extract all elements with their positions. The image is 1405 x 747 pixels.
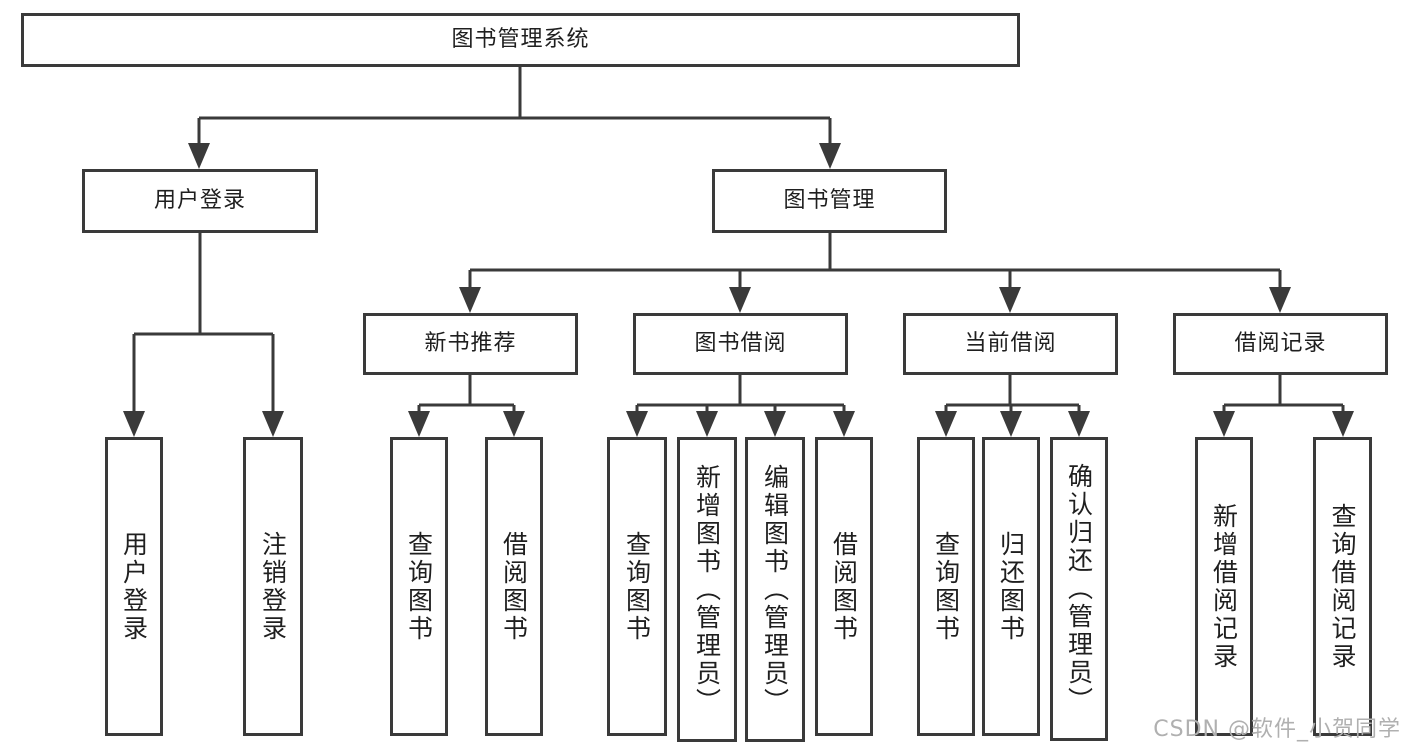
leaf-logout-label: 注销登录 bbox=[258, 530, 288, 643]
leaf-borrow-books-2: 借阅图书 bbox=[815, 437, 873, 736]
node-borrow-records-label: 借阅记录 bbox=[1234, 331, 1327, 356]
leaf-add-books-admin: 新增图书（管理员） bbox=[677, 437, 737, 742]
node-book-management: 图书管理 bbox=[712, 169, 947, 233]
leaf-add-borrow-record-label: 新增借阅记录 bbox=[1209, 502, 1239, 671]
leaf-edit-books-admin-label: 编辑图书（管理员） bbox=[760, 463, 790, 716]
leaf-query-borrow-record-label: 查询借阅记录 bbox=[1328, 502, 1357, 671]
node-user-login-label: 用户登录 bbox=[153, 188, 246, 213]
leaf-borrow-books-1-label: 借阅图书 bbox=[499, 530, 529, 643]
node-library-system-label: 图书管理系统 bbox=[451, 27, 590, 52]
arrowheads bbox=[123, 143, 1354, 437]
node-book-borrow: 图书借阅 bbox=[633, 313, 848, 375]
leaf-add-borrow-record: 新增借阅记录 bbox=[1195, 437, 1253, 736]
node-current-borrow: 当前借阅 bbox=[903, 313, 1118, 375]
leaf-user-login: 用户登录 bbox=[105, 437, 163, 736]
leaf-query-books-2: 查询图书 bbox=[607, 437, 667, 736]
node-book-management-label: 图书管理 bbox=[783, 188, 876, 213]
csdn-watermark: CSDN @软件_小贺同学 bbox=[1153, 717, 1401, 742]
node-new-book-recommend-label: 新书推荐 bbox=[424, 331, 517, 356]
leaf-query-books-3: 查询图书 bbox=[917, 437, 975, 736]
leaf-query-books-3-label: 查询图书 bbox=[931, 530, 961, 643]
leaf-query-borrow-record: 查询借阅记录 bbox=[1313, 437, 1372, 736]
leaf-confirm-return-admin: 确认归还（管理员） bbox=[1050, 437, 1108, 741]
leaf-return-books: 归还图书 bbox=[982, 437, 1040, 736]
leaf-logout: 注销登录 bbox=[243, 437, 303, 736]
leaf-query-books-1: 查询图书 bbox=[390, 437, 448, 736]
leaf-query-books-2-label: 查询图书 bbox=[622, 530, 652, 643]
leaf-return-books-label: 归还图书 bbox=[996, 530, 1026, 643]
leaf-user-login-label: 用户登录 bbox=[119, 530, 149, 643]
connector-stems bbox=[132, 67, 1345, 416]
leaf-query-books-1-label: 查询图书 bbox=[404, 530, 434, 643]
node-current-borrow-label: 当前借阅 bbox=[964, 331, 1057, 356]
leaf-confirm-return-admin-label: 确认归还（管理员） bbox=[1064, 463, 1094, 715]
node-new-book-recommend: 新书推荐 bbox=[363, 313, 578, 375]
leaf-add-books-admin-label: 新增图书（管理员） bbox=[692, 463, 722, 716]
node-user-login: 用户登录 bbox=[82, 169, 318, 233]
leaf-borrow-books-1: 借阅图书 bbox=[485, 437, 543, 736]
node-book-borrow-label: 图书借阅 bbox=[694, 331, 787, 356]
node-library-system: 图书管理系统 bbox=[21, 13, 1020, 67]
node-borrow-records: 借阅记录 bbox=[1173, 313, 1388, 375]
leaf-edit-books-admin: 编辑图书（管理员） bbox=[745, 437, 805, 742]
leaf-borrow-books-2-label: 借阅图书 bbox=[829, 530, 859, 643]
